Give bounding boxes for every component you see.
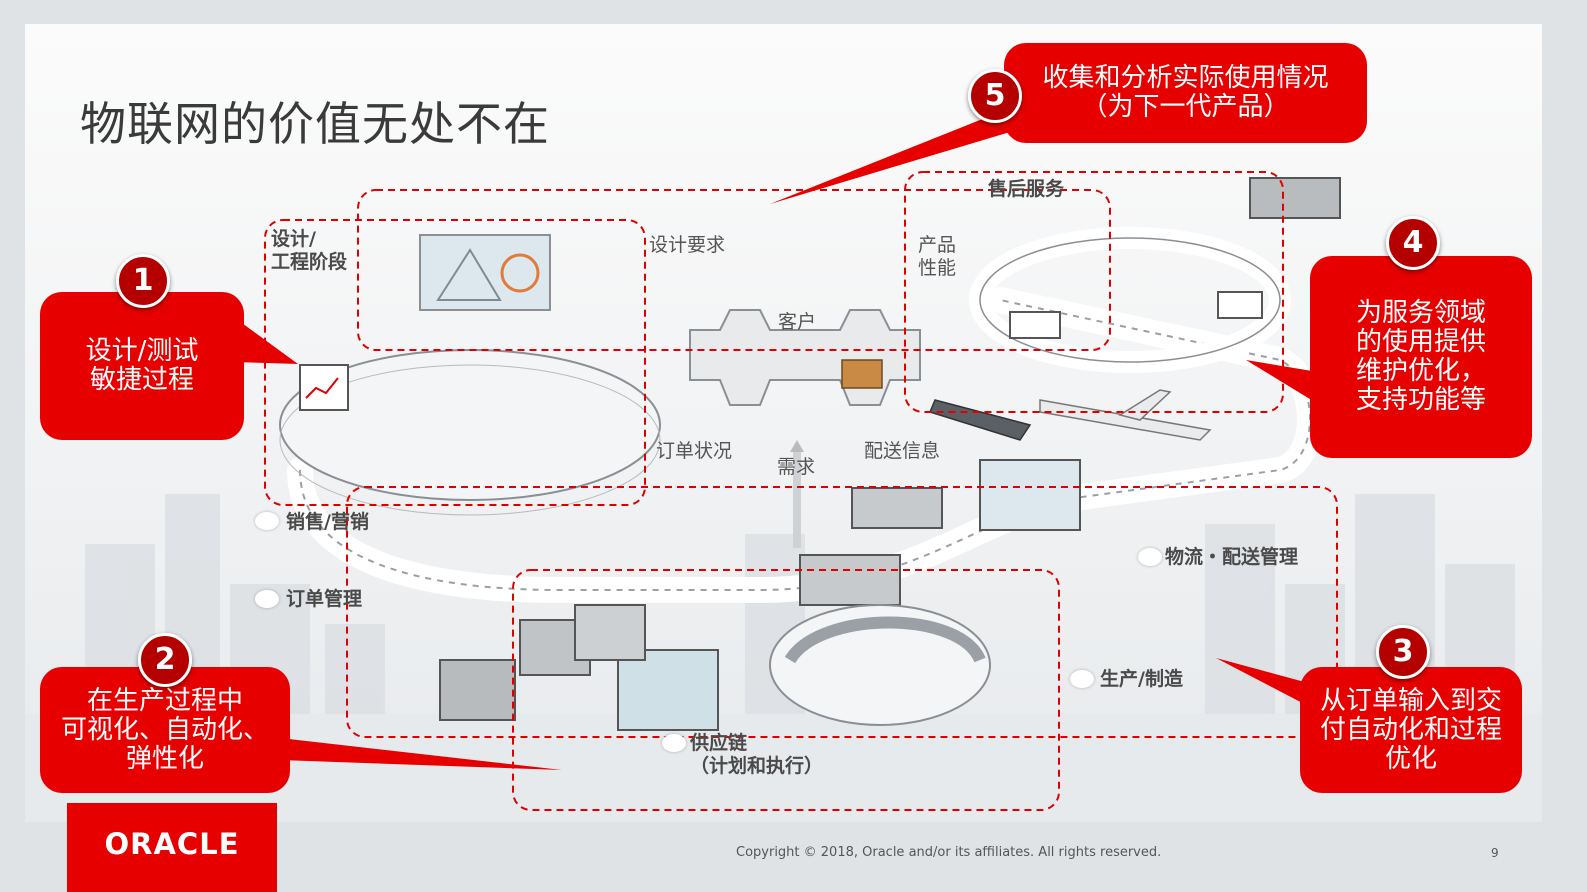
label-product-line2: 性能 [918,257,957,279]
callout-3-line2: 付自动化和过程 [1319,714,1502,745]
label-after-sales: 售后服务 [988,178,1065,200]
world-map-screen [617,649,719,731]
callout-5-line2: （为下一代产品） [1081,92,1290,122]
feedback-region-outline [357,189,1111,351]
callout-2-badge: 2 [138,633,192,687]
callout-1-badge: 1 [116,254,170,308]
distribution-center [851,487,943,529]
callout-3-line1: 从订单输入到交 [1319,685,1502,716]
callout-1: 设计/测试 敏捷过程 [40,292,244,440]
callout-4-line4: 支持功能等 [1355,385,1486,415]
callout-4-pointer [1246,360,1318,404]
callout-4-line1: 为服务领域 [1355,298,1486,328]
label-design-stage-line2: 工程阶段 [271,251,348,273]
analytics-board [299,364,349,411]
warehouse [1249,177,1341,219]
airplane [1039,399,1212,441]
label-product-performance: 产品 性能 [918,234,956,280]
label-design-stage: 设计/ 工程阶段 [271,228,347,274]
label-production: 生产/制造 [1100,668,1183,690]
label-design-requirements: 设计要求 [649,234,726,256]
callout-5-badge: 5 [968,69,1022,123]
callout-5-line1: 收集和分析实际使用情况 [1042,63,1329,93]
callout-2-line1: 在生产过程中 [86,685,243,716]
page-number: 9 [1491,846,1499,860]
callout-3: 从订单输入到交 付自动化和过程 优化 [1300,667,1522,793]
label-supply-chain: 供应链 （计划和执行） [690,732,823,778]
callout-3-line3: 优化 [1384,743,1437,774]
label-order-management: 订单管理 [286,588,363,610]
callout-1-line2: 敏捷过程 [89,365,194,395]
label-supply-chain-line2: （计划和执行） [690,755,824,777]
cargo-ship [928,399,1032,441]
callout-2-line2: 可视化、自动化、 [60,714,269,745]
oracle-logo: ORACLE [67,803,277,892]
callout-4: 为服务领域 的使用提供 维护优化， 支持功能等 [1310,256,1532,458]
callout-3-pointer [1216,658,1312,708]
truck [1009,311,1061,339]
label-supply-chain-line1: 供应链 [690,732,748,754]
order-dot-icon [255,590,279,608]
supply-chain-dot-icon [662,734,686,752]
label-order-status: 订单状况 [656,440,733,462]
callout-5-pointer [770,108,1010,204]
chemical-plant [439,659,516,721]
sales-dot-icon [255,512,279,530]
callout-3-badge: 3 [1376,625,1430,679]
callout-5: 收集和分析实际使用情况 （为下一代产品） [1004,43,1367,143]
label-logistics: 物流・配送管理 [1165,546,1299,568]
oracle-logo-text: ORACLE [104,827,240,861]
copyright-text: Copyright © 2018, Oracle and/or its affi… [736,845,1162,860]
callout-4-line3: 维护优化， [1355,356,1486,386]
demand-arrow [790,440,804,452]
callout-4-line2: 的使用提供 [1355,327,1486,357]
callout-2-line3: 弹性化 [125,743,204,774]
project-lifecycle-screen [419,234,551,311]
delivery-van [1217,291,1263,319]
label-sales-marketing: 销售/营销 [286,511,369,533]
production-region-outline [512,569,1060,811]
callout-2: 在生产过程中 可视化、自动化、 弹性化 [40,667,290,793]
manufacturing-plant [574,604,646,661]
production-dot-icon [1070,670,1094,688]
callout-2-pointer [280,738,562,770]
label-customer: 客户 [778,311,817,333]
service-region-outline [904,171,1284,413]
callout-4-badge: 4 [1386,216,1440,270]
label-demand: 需求 [777,456,816,478]
cargo-boxes [841,359,883,389]
callout-1-line1: 设计/测试 [85,336,199,366]
label-design-stage-line1: 设计/ [271,228,316,250]
logistics-dot-icon [1138,548,1162,566]
label-delivery-info: 配送信息 [864,440,941,462]
logistics-map-screen [979,459,1081,531]
callout-1-pointer [235,318,298,364]
factory-building [799,554,901,606]
label-product-line1: 产品 [918,234,957,256]
page-title: 物联网的价值无处不在 [80,97,550,151]
